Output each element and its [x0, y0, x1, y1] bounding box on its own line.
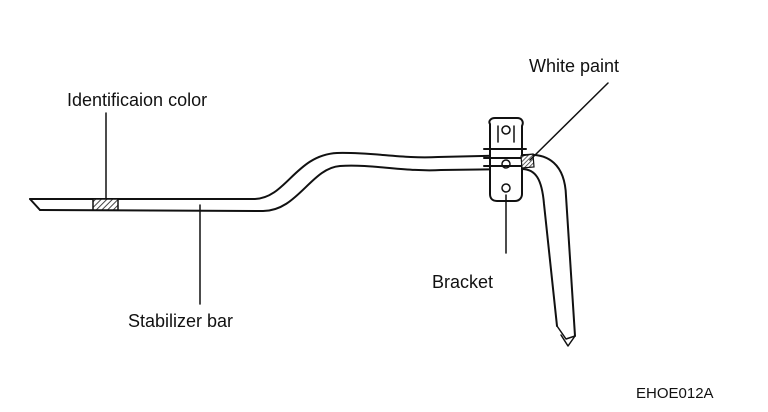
- white-paint-leader: [529, 82, 609, 161]
- figure-code: EHOE012A: [636, 385, 714, 402]
- bracket-assembly: [483, 117, 527, 202]
- leader-lines: [105, 82, 609, 305]
- stabilizer-bar-label: Stabilizer bar: [128, 311, 233, 331]
- identification-color-label: Identificaion color: [67, 90, 207, 110]
- bracket-label: Bracket: [432, 272, 493, 292]
- white-paint-marking: [520, 153, 535, 169]
- identification-color-band: [92, 198, 119, 211]
- white-paint-label: White paint: [529, 56, 619, 76]
